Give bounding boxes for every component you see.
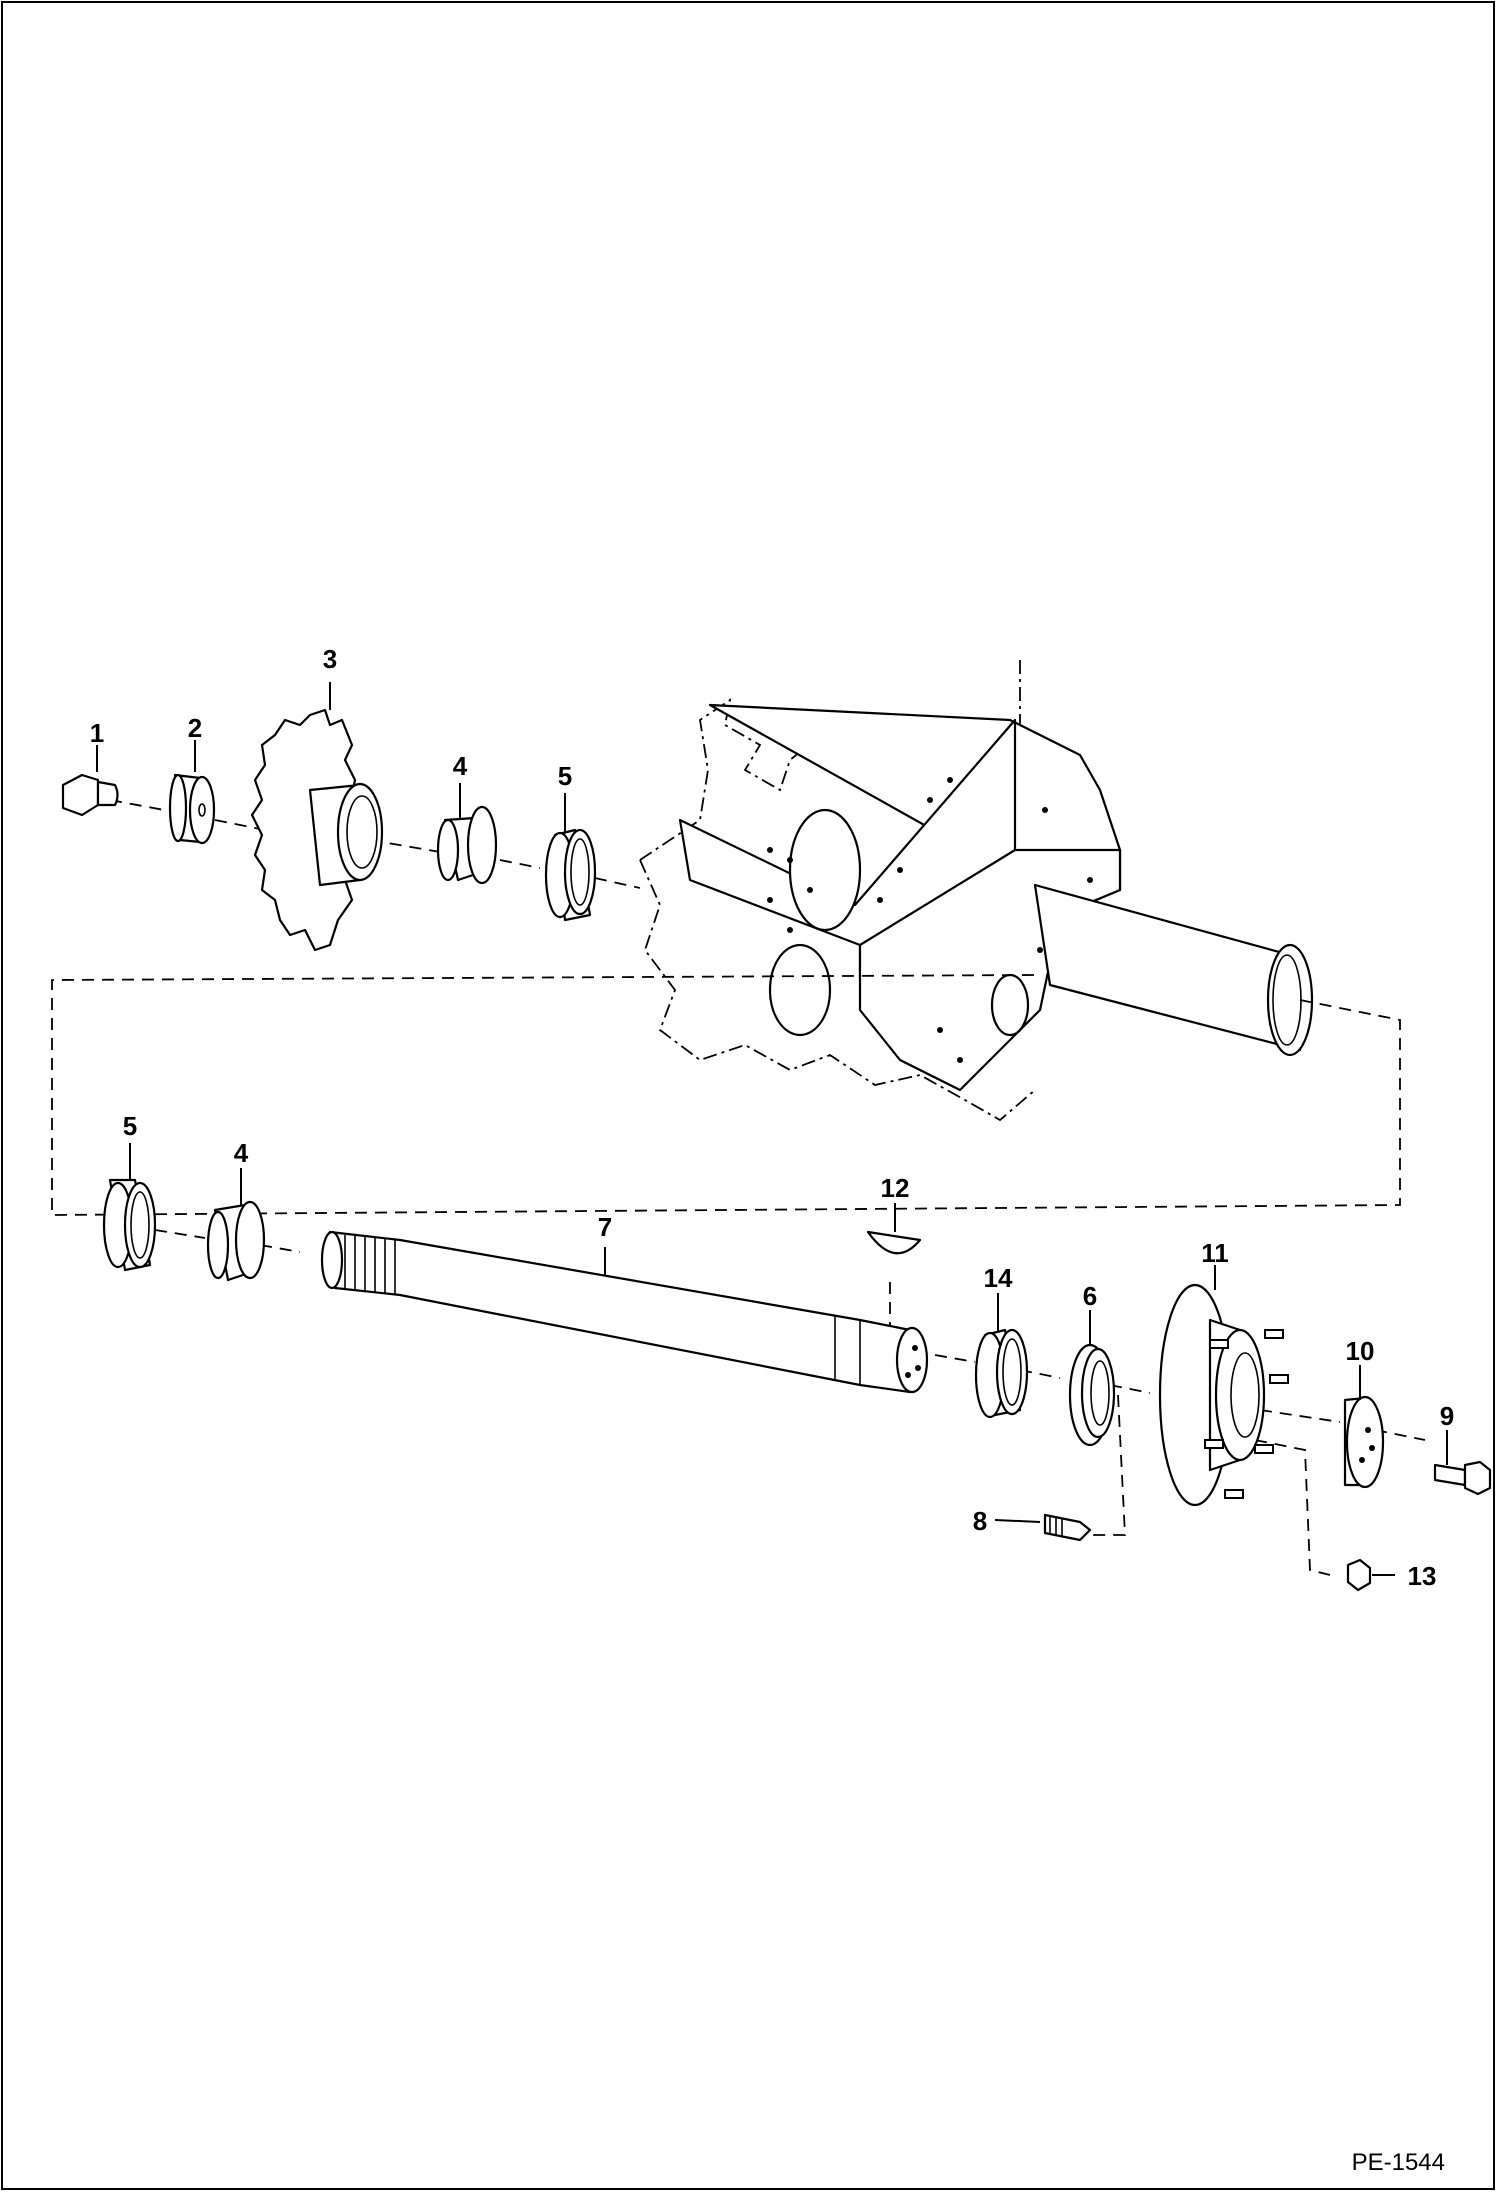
part-11-hub bbox=[1158, 1283, 1289, 1507]
part-7-axle-shaft bbox=[320, 1230, 929, 1394]
callout-13: 13 bbox=[1408, 1561, 1437, 1591]
part-12-woodruff-key bbox=[866, 1230, 922, 1255]
callout-labels: 1 2 3 4 5 5 4 7 12 14 6 11 10 9 8 13 bbox=[90, 644, 1454, 1591]
part-1-bolt bbox=[61, 773, 119, 817]
part-9-bolt bbox=[1433, 1460, 1492, 1496]
assembly-centerlines bbox=[51, 799, 1426, 1576]
part-13-nut bbox=[1346, 1558, 1372, 1592]
part-4-bearing-cone-upper bbox=[436, 805, 498, 885]
callout-2: 2 bbox=[188, 713, 202, 743]
callout-leaders bbox=[96, 682, 1448, 1576]
callout-1: 1 bbox=[90, 718, 104, 748]
part-4-bearing-cone-lower bbox=[206, 1200, 266, 1282]
callout-10: 10 bbox=[1346, 1336, 1375, 1366]
callout-3: 3 bbox=[323, 644, 337, 674]
callout-5b: 5 bbox=[123, 1111, 137, 1141]
part-10-cap bbox=[1343, 1395, 1385, 1489]
part-5-bearing-cup-lower bbox=[102, 1178, 157, 1272]
callout-5: 5 bbox=[558, 761, 572, 791]
callout-11: 11 bbox=[1201, 1238, 1229, 1268]
part-2-washer bbox=[168, 773, 216, 845]
part-14-bearing-cup bbox=[974, 1328, 1029, 1419]
callout-9: 9 bbox=[1440, 1401, 1454, 1431]
part-3-sprocket bbox=[250, 708, 384, 952]
part-8-stud bbox=[1043, 1513, 1092, 1542]
axle-housing-frame bbox=[639, 660, 1314, 1122]
callout-14: 14 bbox=[984, 1263, 1013, 1293]
callout-4b: 4 bbox=[234, 1138, 249, 1168]
part-6-seal bbox=[1068, 1343, 1116, 1447]
figure-reference: PE-1544 bbox=[1352, 2149, 1445, 2176]
part-5-bearing-cup-upper bbox=[544, 828, 597, 922]
callout-6: 6 bbox=[1083, 1281, 1097, 1311]
callout-12: 12 bbox=[881, 1173, 910, 1203]
callout-4: 4 bbox=[453, 751, 468, 781]
callout-8: 8 bbox=[973, 1506, 987, 1536]
callout-7: 7 bbox=[598, 1212, 612, 1242]
